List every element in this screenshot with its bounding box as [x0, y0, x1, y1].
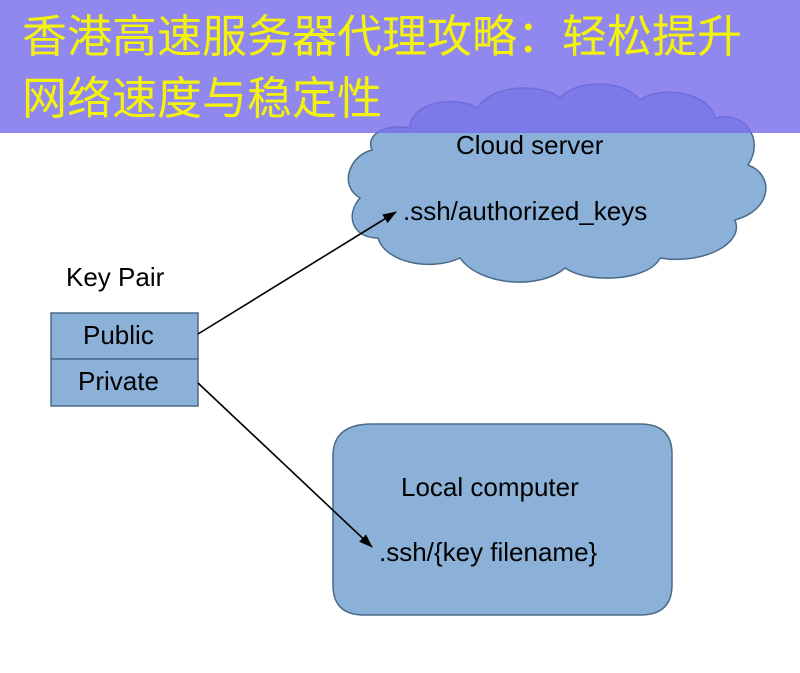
title-banner: 香港高速服务器代理攻略：轻松提升网络速度与稳定性: [0, 0, 800, 133]
arrow-private-to-local: [197, 382, 373, 548]
cloud-server-file: .ssh/authorized_keys: [403, 196, 648, 226]
private-key-box: [50, 358, 199, 407]
private-key-label: Private: [78, 366, 159, 396]
local-computer-shape: [332, 423, 673, 616]
public-key-label: Public: [83, 320, 154, 350]
local-computer-title: Local computer: [401, 472, 579, 502]
banner-title: 香港高速服务器代理攻略：轻松提升网络速度与稳定性: [22, 10, 743, 125]
key-pair-title: Key Pair: [66, 262, 165, 292]
cloud-server-title: Cloud server: [456, 130, 604, 160]
local-computer-file: .ssh/{key filename}: [379, 537, 598, 567]
arrow-public-to-cloud: [197, 211, 397, 335]
public-key-box: [50, 312, 199, 360]
